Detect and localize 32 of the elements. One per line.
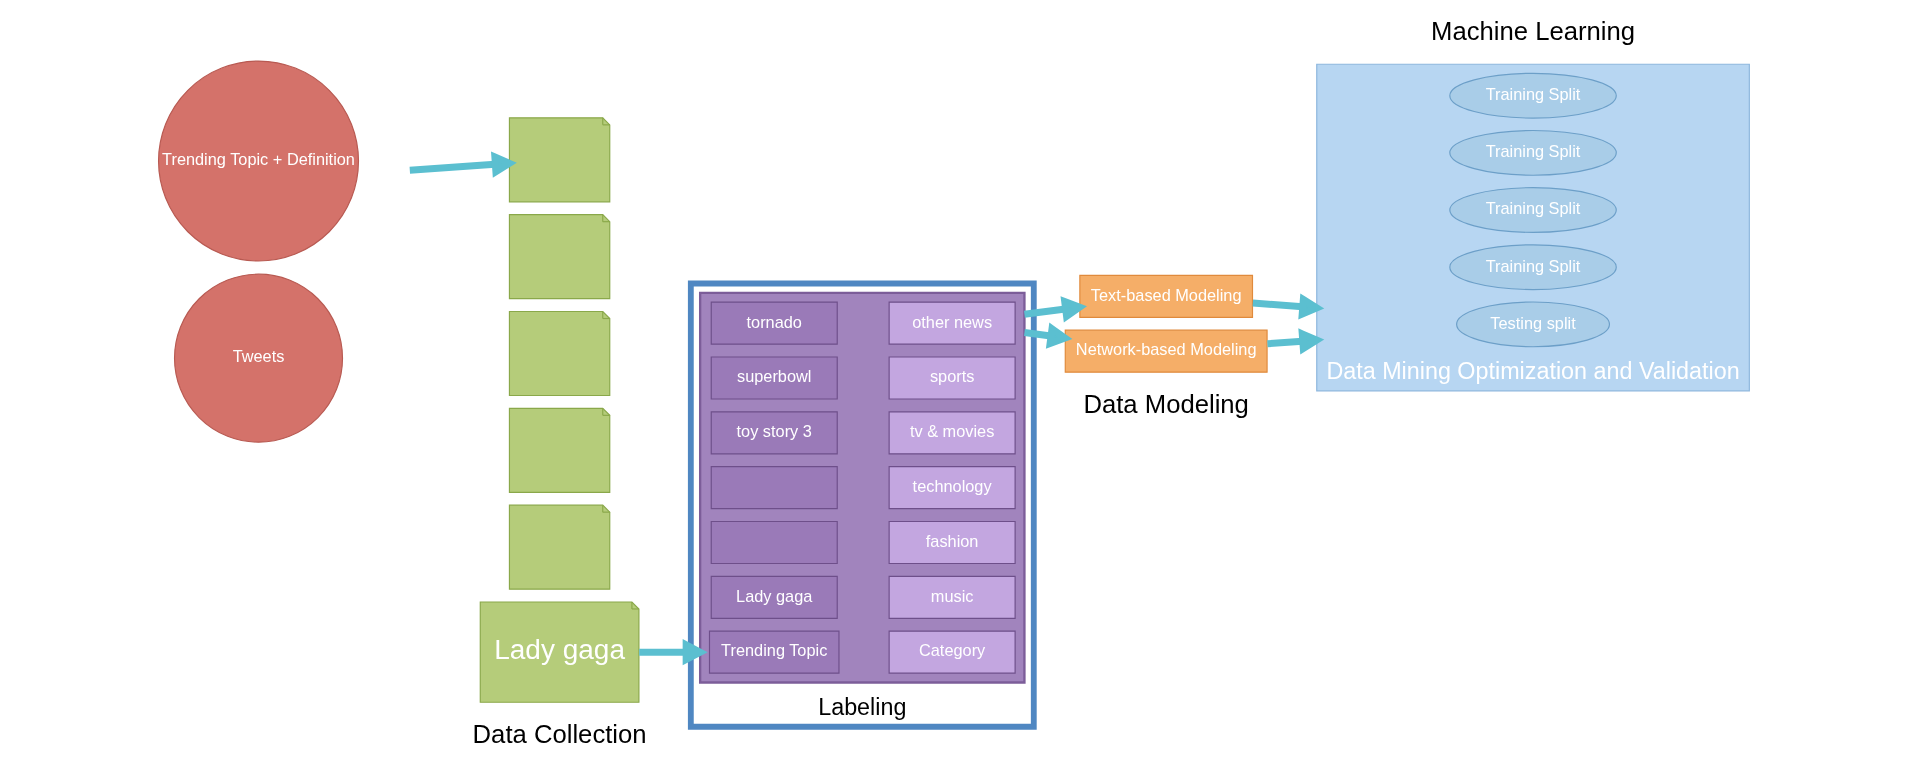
node-circle: Trending Topic + Definition [157, 60, 359, 262]
arrow [1266, 328, 1324, 355]
node-label: Machine Learning [1430, 17, 1635, 46]
node-box: Lady gaga [710, 575, 838, 619]
node-box: Network-based Modeling [1064, 329, 1268, 373]
node-ellipse: Testing split [1455, 301, 1610, 348]
label: Data Modeling [1082, 389, 1249, 418]
node-ellipse: Training Split [1448, 244, 1617, 291]
node-ellipse: Training Split [1448, 187, 1617, 233]
node-box: toy story 3 [710, 411, 838, 455]
arrow [1023, 322, 1072, 349]
node-box: Category [888, 630, 1016, 674]
node-box: superbowl [710, 356, 838, 400]
cluster [698, 291, 1026, 684]
arrow [1252, 293, 1324, 320]
node-box: fashion [888, 520, 1016, 565]
node-box: tv & movies [888, 411, 1016, 455]
arrow [1023, 296, 1087, 323]
node-box [710, 466, 838, 510]
node-ellipse: Training Split [1448, 72, 1617, 119]
node-box: Text-based Modeling [1078, 274, 1253, 318]
node-box: technology [888, 466, 1016, 510]
node-box [710, 520, 838, 565]
arrow [638, 639, 708, 666]
node-box: tornado [710, 301, 838, 345]
node-label: Data Collection [472, 719, 647, 748]
node-box: music [888, 575, 1016, 619]
node-box: sports [888, 356, 1016, 400]
node-ellipse: Training Split [1448, 129, 1617, 176]
node-box: Trending Topic [708, 630, 840, 674]
node-box: other news [888, 301, 1016, 345]
node-circle: Tweets [173, 273, 343, 443]
